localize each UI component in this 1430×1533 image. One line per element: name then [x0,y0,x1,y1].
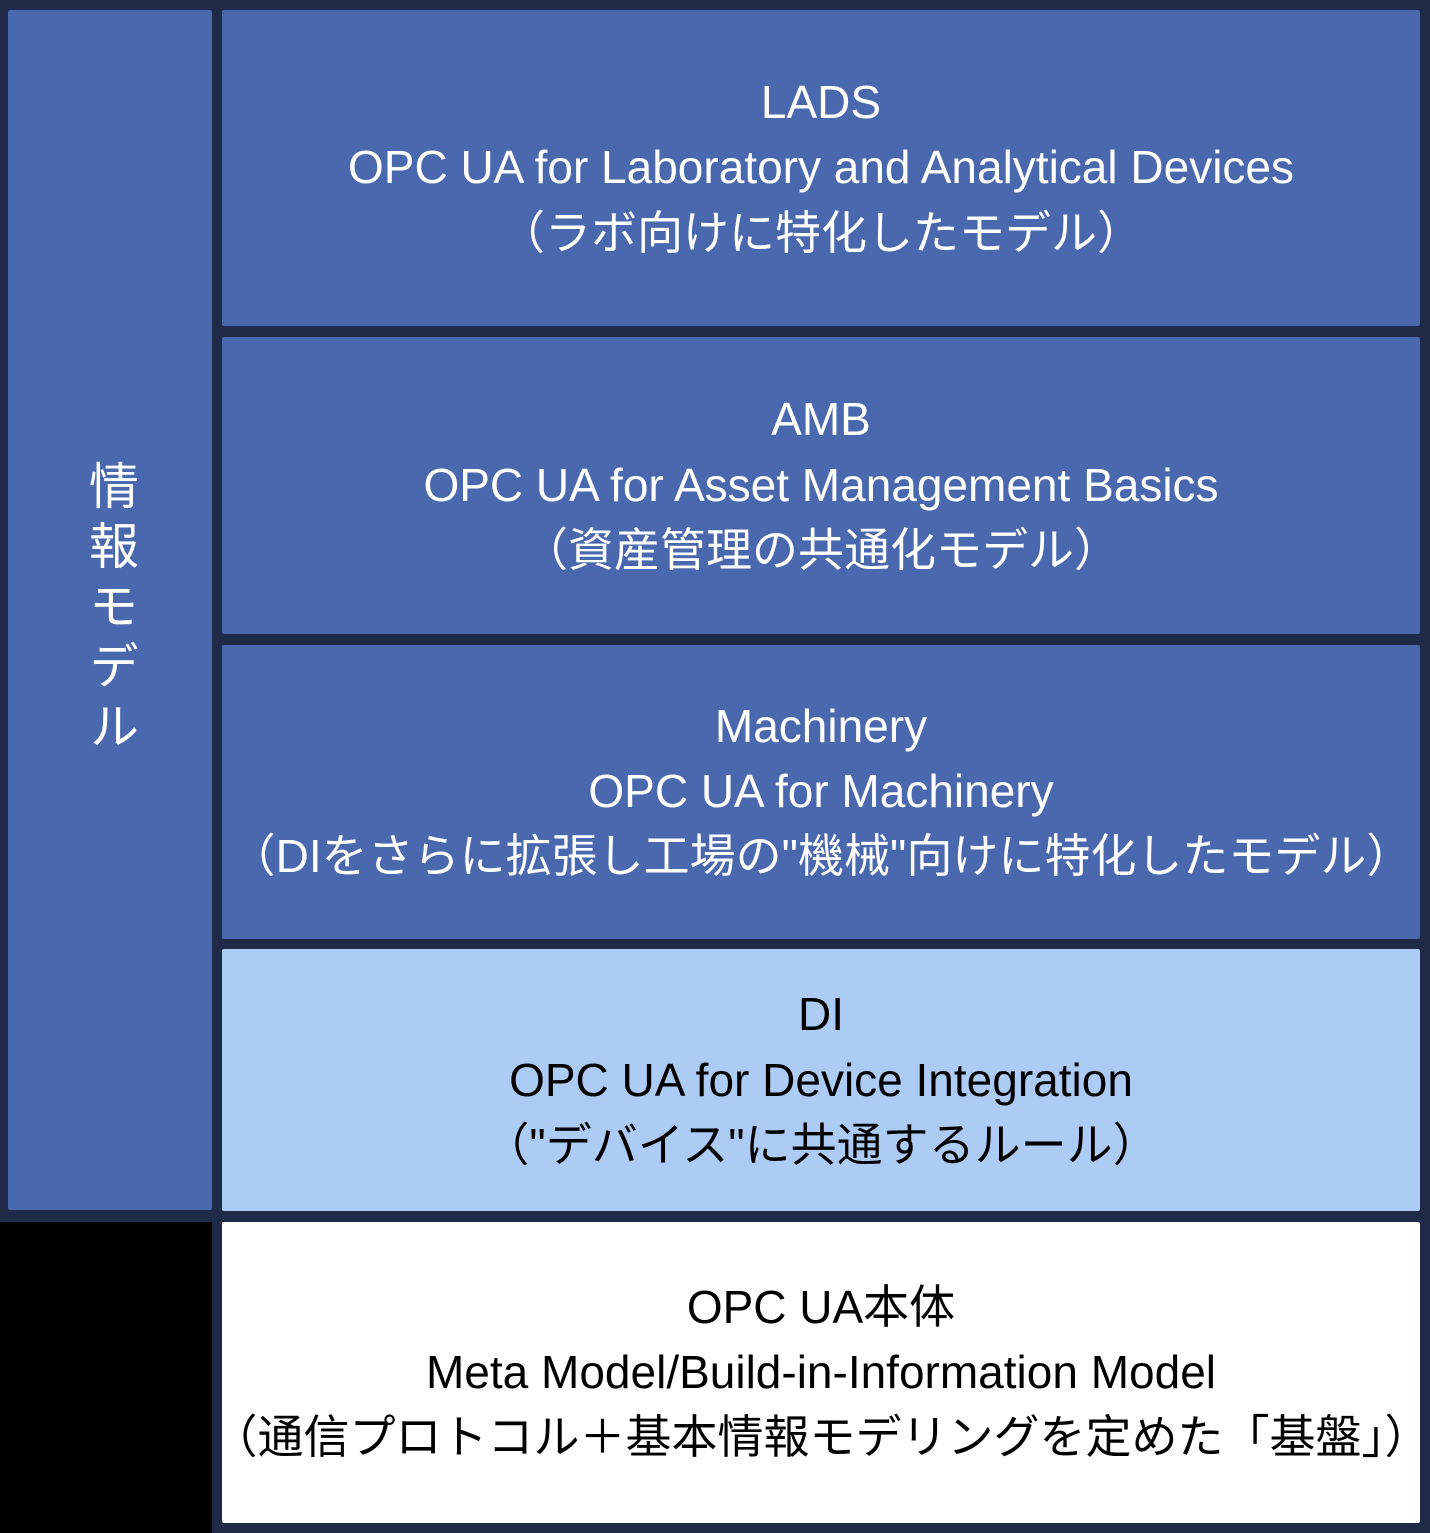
layer-lads: LADS OPC UA for Laboratory and Analytica… [222,10,1420,326]
information-model-sidebar-fill: 情報モデル [8,10,212,1210]
layer-opcua-base-subtitle: Meta Model/Build-in-Information Model [425,1345,1217,1398]
layer-machinery-subtitle: OPC UA for Machinery [588,764,1054,817]
information-model-sidebar: 情報モデル [0,0,222,1222]
layer-di-subtitle: OPC UA for Device Integration [509,1053,1133,1106]
layer-machinery-note: （DIをさらに拡張し工場の"機械"向けに特化したモデル） [229,830,1413,883]
layer-opcua-base-title: OPC UA本体 [686,1280,956,1333]
layer-lads-subtitle: OPC UA for Laboratory and Analytical Dev… [347,141,1294,194]
information-model-label: 情報モデル [82,460,138,760]
layer-di: DI OPC UA for Device Integration （"デバイス"… [222,949,1420,1212]
layer-di-note: （"デバイス"に共通するルール） [483,1118,1159,1171]
layer-machinery-title: Machinery [714,699,928,752]
layer-di-title: DI [798,988,844,1041]
layer-stack: LADS OPC UA for Laboratory and Analytica… [212,0,1430,1533]
layer-lads-note: （ラボ向けに特化したモデル） [499,206,1143,259]
layer-lads-title: LADS [760,76,882,129]
layer-amb-subtitle: OPC UA for Asset Management Basics [423,458,1219,511]
layer-opcua-base: OPC UA本体 Meta Model/Build-in-Information… [212,1222,1430,1523]
layer-amb-title: AMB [771,393,871,446]
layer-opcua-base-note: （通信プロトコル＋基本情報モデリングを定めた「基盤」） [211,1411,1430,1464]
layer-amb: AMB OPC UA for Asset Management Basics （… [222,336,1420,634]
layer-machinery: Machinery OPC UA for Machinery （DIをさらに拡張… [222,644,1420,939]
layer-amb-note: （資産管理の共通化モデル） [522,523,1120,576]
